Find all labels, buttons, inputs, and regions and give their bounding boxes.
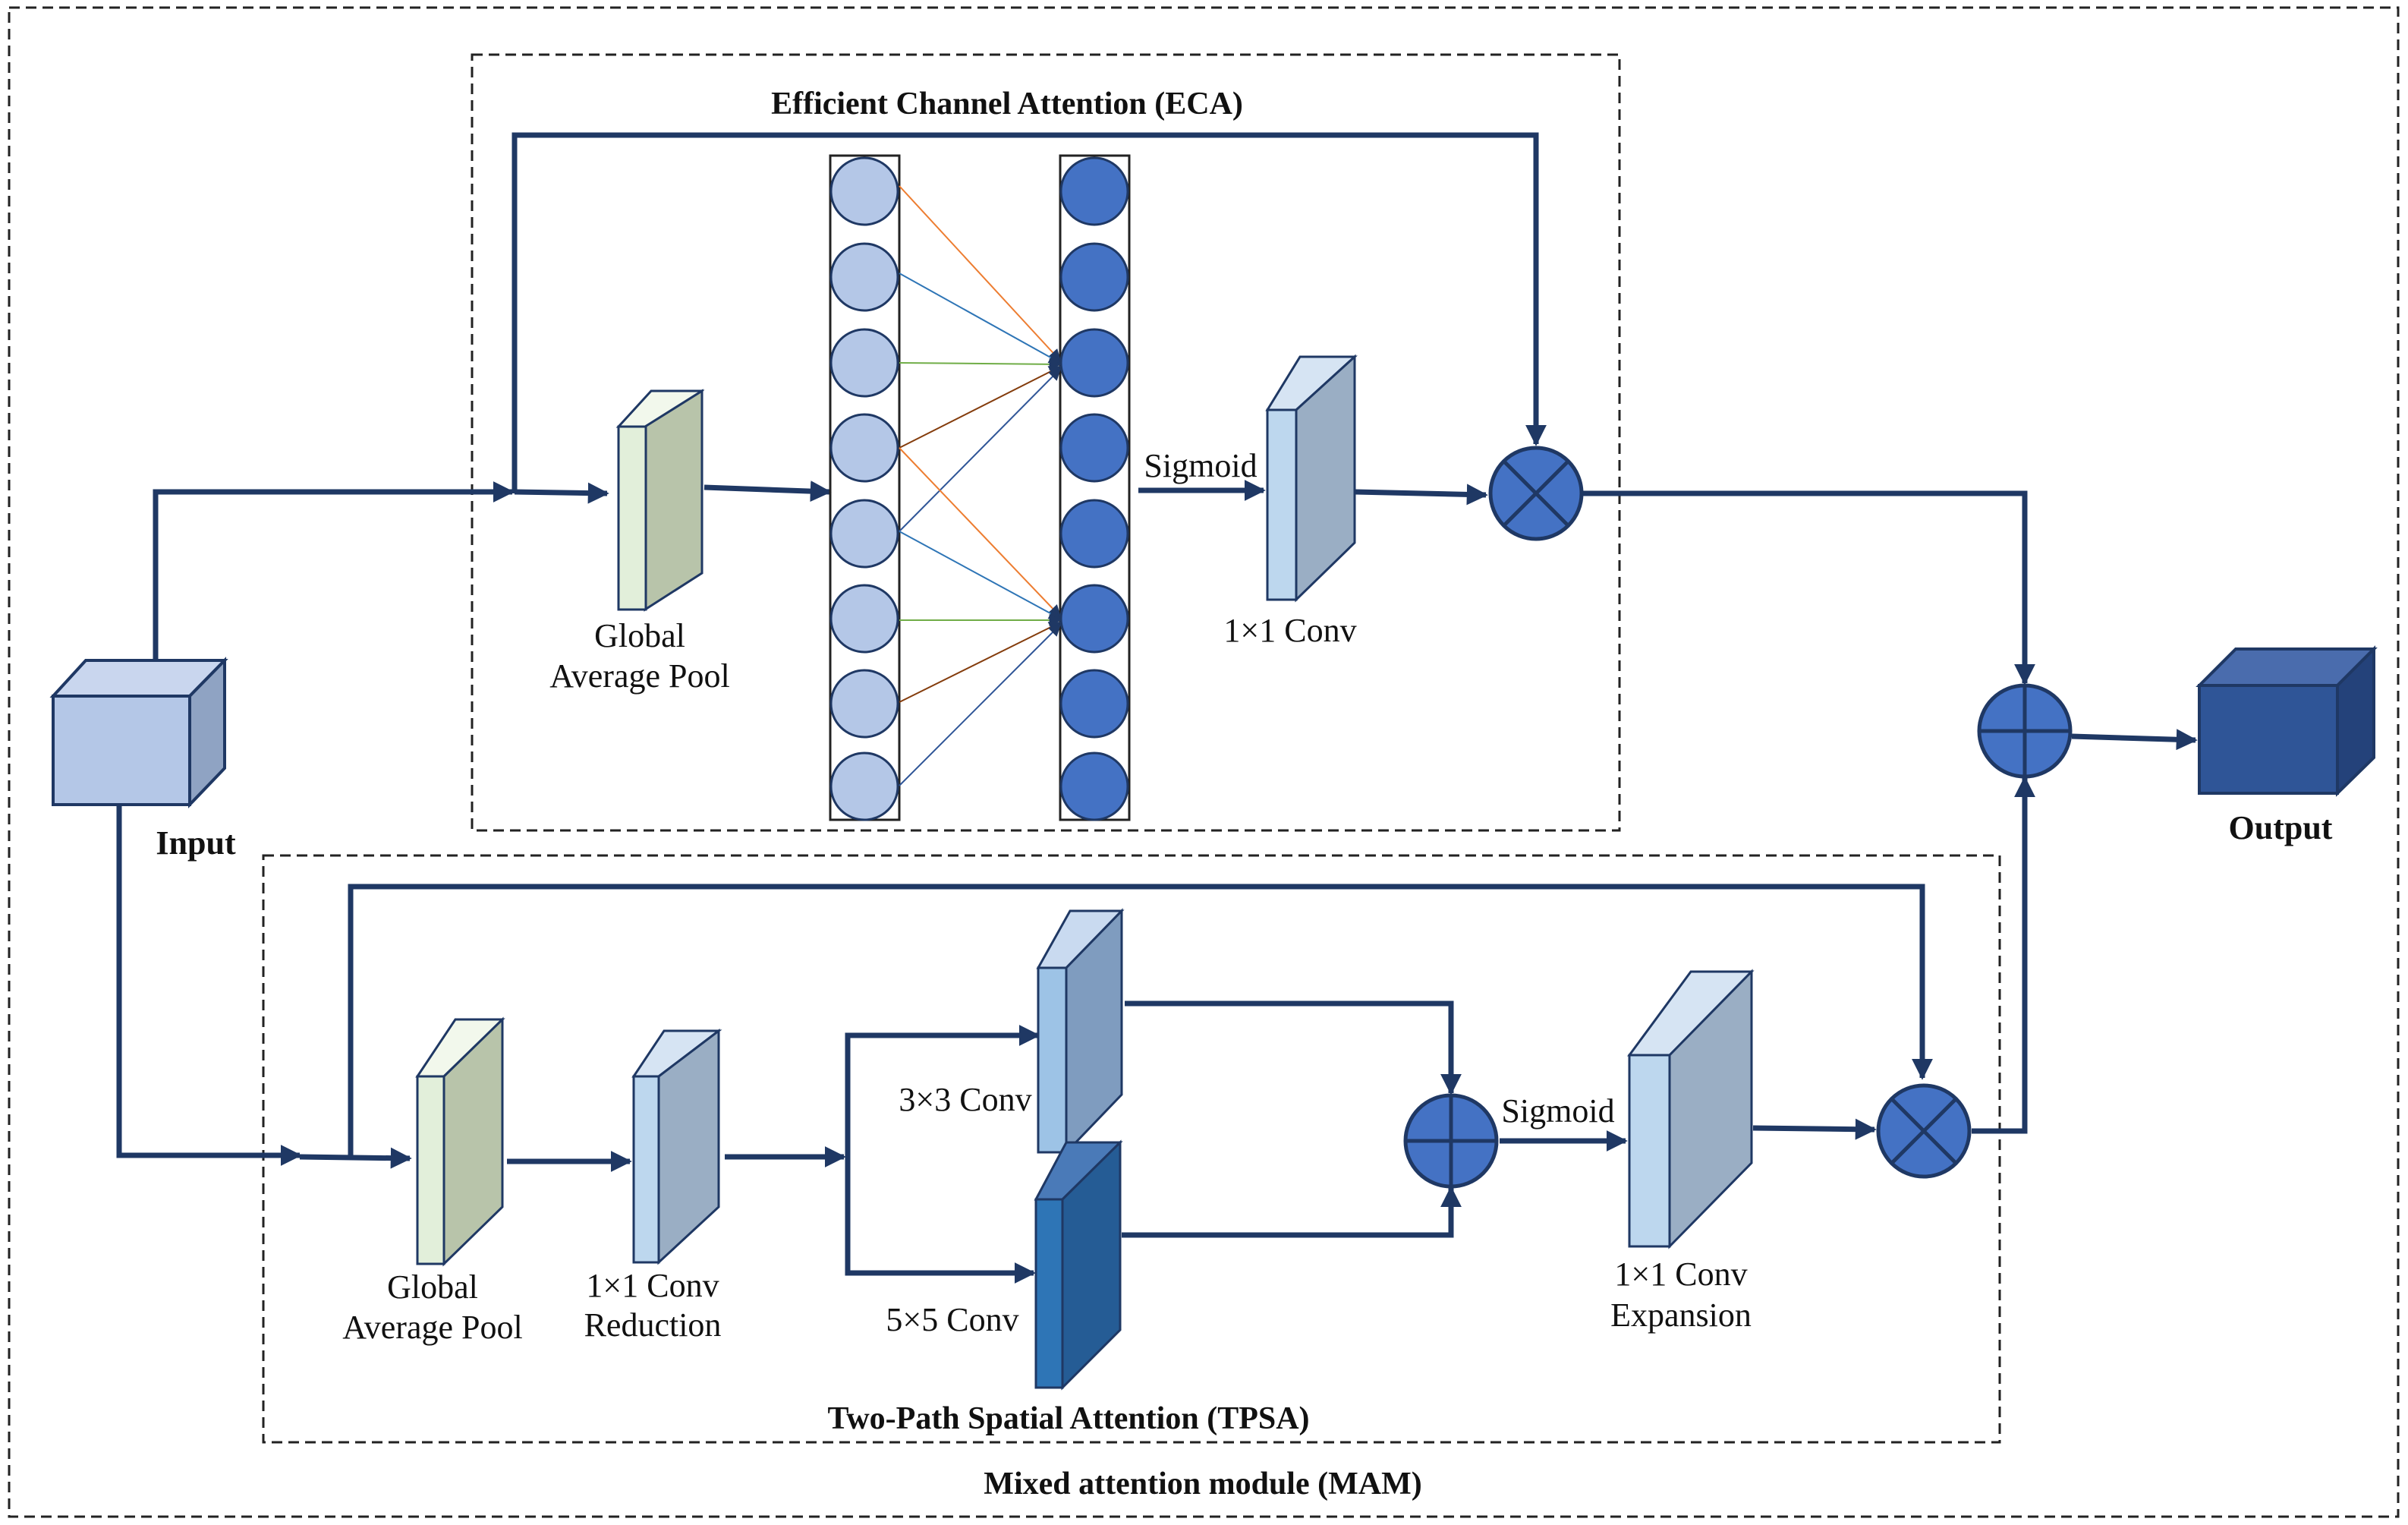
conv3-to-add-line	[1125, 1000, 1462, 1095]
eca-frame	[471, 53, 1621, 832]
conv5-to-add-line	[1122, 1186, 1462, 1238]
eca-conv-label: 1×1 Conv	[1223, 612, 1356, 649]
eca-input-neuron	[829, 669, 899, 739]
input-label: Input	[156, 824, 236, 862]
tpsa-gap-block	[415, 1016, 505, 1267]
eca-output-neuron	[1059, 751, 1129, 821]
tpsa-reduction-label-2: Reduction	[584, 1306, 722, 1344]
eca-output-neuron	[1059, 413, 1129, 483]
eca-multiply-icon	[1488, 446, 1584, 541]
eca-output-neuron	[1059, 584, 1129, 654]
eca-output-neuron	[1059, 156, 1129, 226]
eca-input-neuron	[829, 328, 899, 398]
tpsa-conv5-block	[1034, 1139, 1123, 1391]
tpsa-reduction-block	[631, 1028, 722, 1265]
add-to-output-line	[2071, 729, 2198, 751]
output-cube	[2196, 645, 2378, 797]
eca-output-neuron	[1059, 328, 1129, 398]
input-cube	[49, 657, 228, 808]
tpsa-gap-label-2: Average Pool	[342, 1309, 522, 1346]
eca-input-neuron	[829, 751, 899, 821]
split-to-conv5-line	[845, 1157, 1036, 1284]
eca-conv-block	[1265, 354, 1358, 603]
final-add-icon	[1977, 683, 2073, 779]
input-to-tpsa-line	[116, 805, 302, 1166]
tpsa-conv3-label: 3×3 Conv	[899, 1081, 1031, 1118]
eca-connections	[899, 185, 1062, 786]
eca-skip-line	[512, 132, 1547, 493]
eca-sigmoid-label: Sigmoid	[1144, 447, 1257, 484]
tpsa-conv3-block	[1036, 908, 1125, 1155]
eca-gap-label-2: Average Pool	[549, 657, 729, 695]
input-to-eca-line	[153, 481, 515, 660]
conv-to-mult-line	[1355, 484, 1488, 506]
tpsa-mult-to-add-line	[1972, 776, 2035, 1134]
tpsa-add-icon	[1403, 1093, 1499, 1189]
eca-title: Efficient Channel Attention (ECA)	[771, 87, 1243, 121]
mam-frame	[8, 6, 2400, 1518]
tpsa-reduction-label-1: 1×1 Conv	[586, 1267, 719, 1304]
eca-output-neuron	[1059, 242, 1129, 312]
eca-input-neuron	[829, 242, 899, 312]
tpsa-expansion-label-1: 1×1 Conv	[1614, 1256, 1747, 1293]
eca-mult-to-add-line	[1582, 490, 2035, 685]
eca-output-neuron	[1059, 499, 1129, 569]
eca-input-neuron	[829, 499, 899, 569]
tpsa-frame	[262, 854, 2001, 1444]
eca-input-neuron	[829, 584, 899, 654]
split-to-conv3-line	[845, 1025, 1040, 1157]
tpsa-title: Two-Path Spatial Attention (TPSA)	[827, 1401, 1309, 1436]
eca-gap-label-1: Global	[594, 617, 685, 654]
eca-output-neurons	[1059, 156, 1129, 821]
tpsa-expansion-label-2: Expansion	[1610, 1297, 1752, 1334]
eca-input-neuron	[829, 413, 899, 483]
tpsa-gap-label-1: Global	[387, 1268, 478, 1306]
eca-input-neuron	[829, 156, 899, 226]
tpsa-conv5-label: 5×5 Conv	[886, 1301, 1018, 1338]
tpsa-sigmoid-label: Sigmoid	[1501, 1092, 1614, 1130]
eca-input-neurons	[829, 156, 899, 821]
tpsa-skip-line	[348, 884, 1933, 1157]
expansion-to-mult-line	[1752, 1118, 1877, 1140]
output-label: Output	[2229, 809, 2333, 846]
eca-to-gap-line	[514, 482, 609, 504]
eca-output-neuron	[1059, 669, 1129, 739]
eca-gap-block	[615, 389, 705, 612]
mam-title: Mixed attention module (MAM)	[984, 1467, 1421, 1501]
tpsa-expansion-block	[1627, 969, 1755, 1249]
tpsa-multiply-icon	[1876, 1083, 1972, 1179]
gap-to-neurons-line	[704, 481, 832, 503]
tpsa-to-gap-line	[299, 1147, 412, 1169]
